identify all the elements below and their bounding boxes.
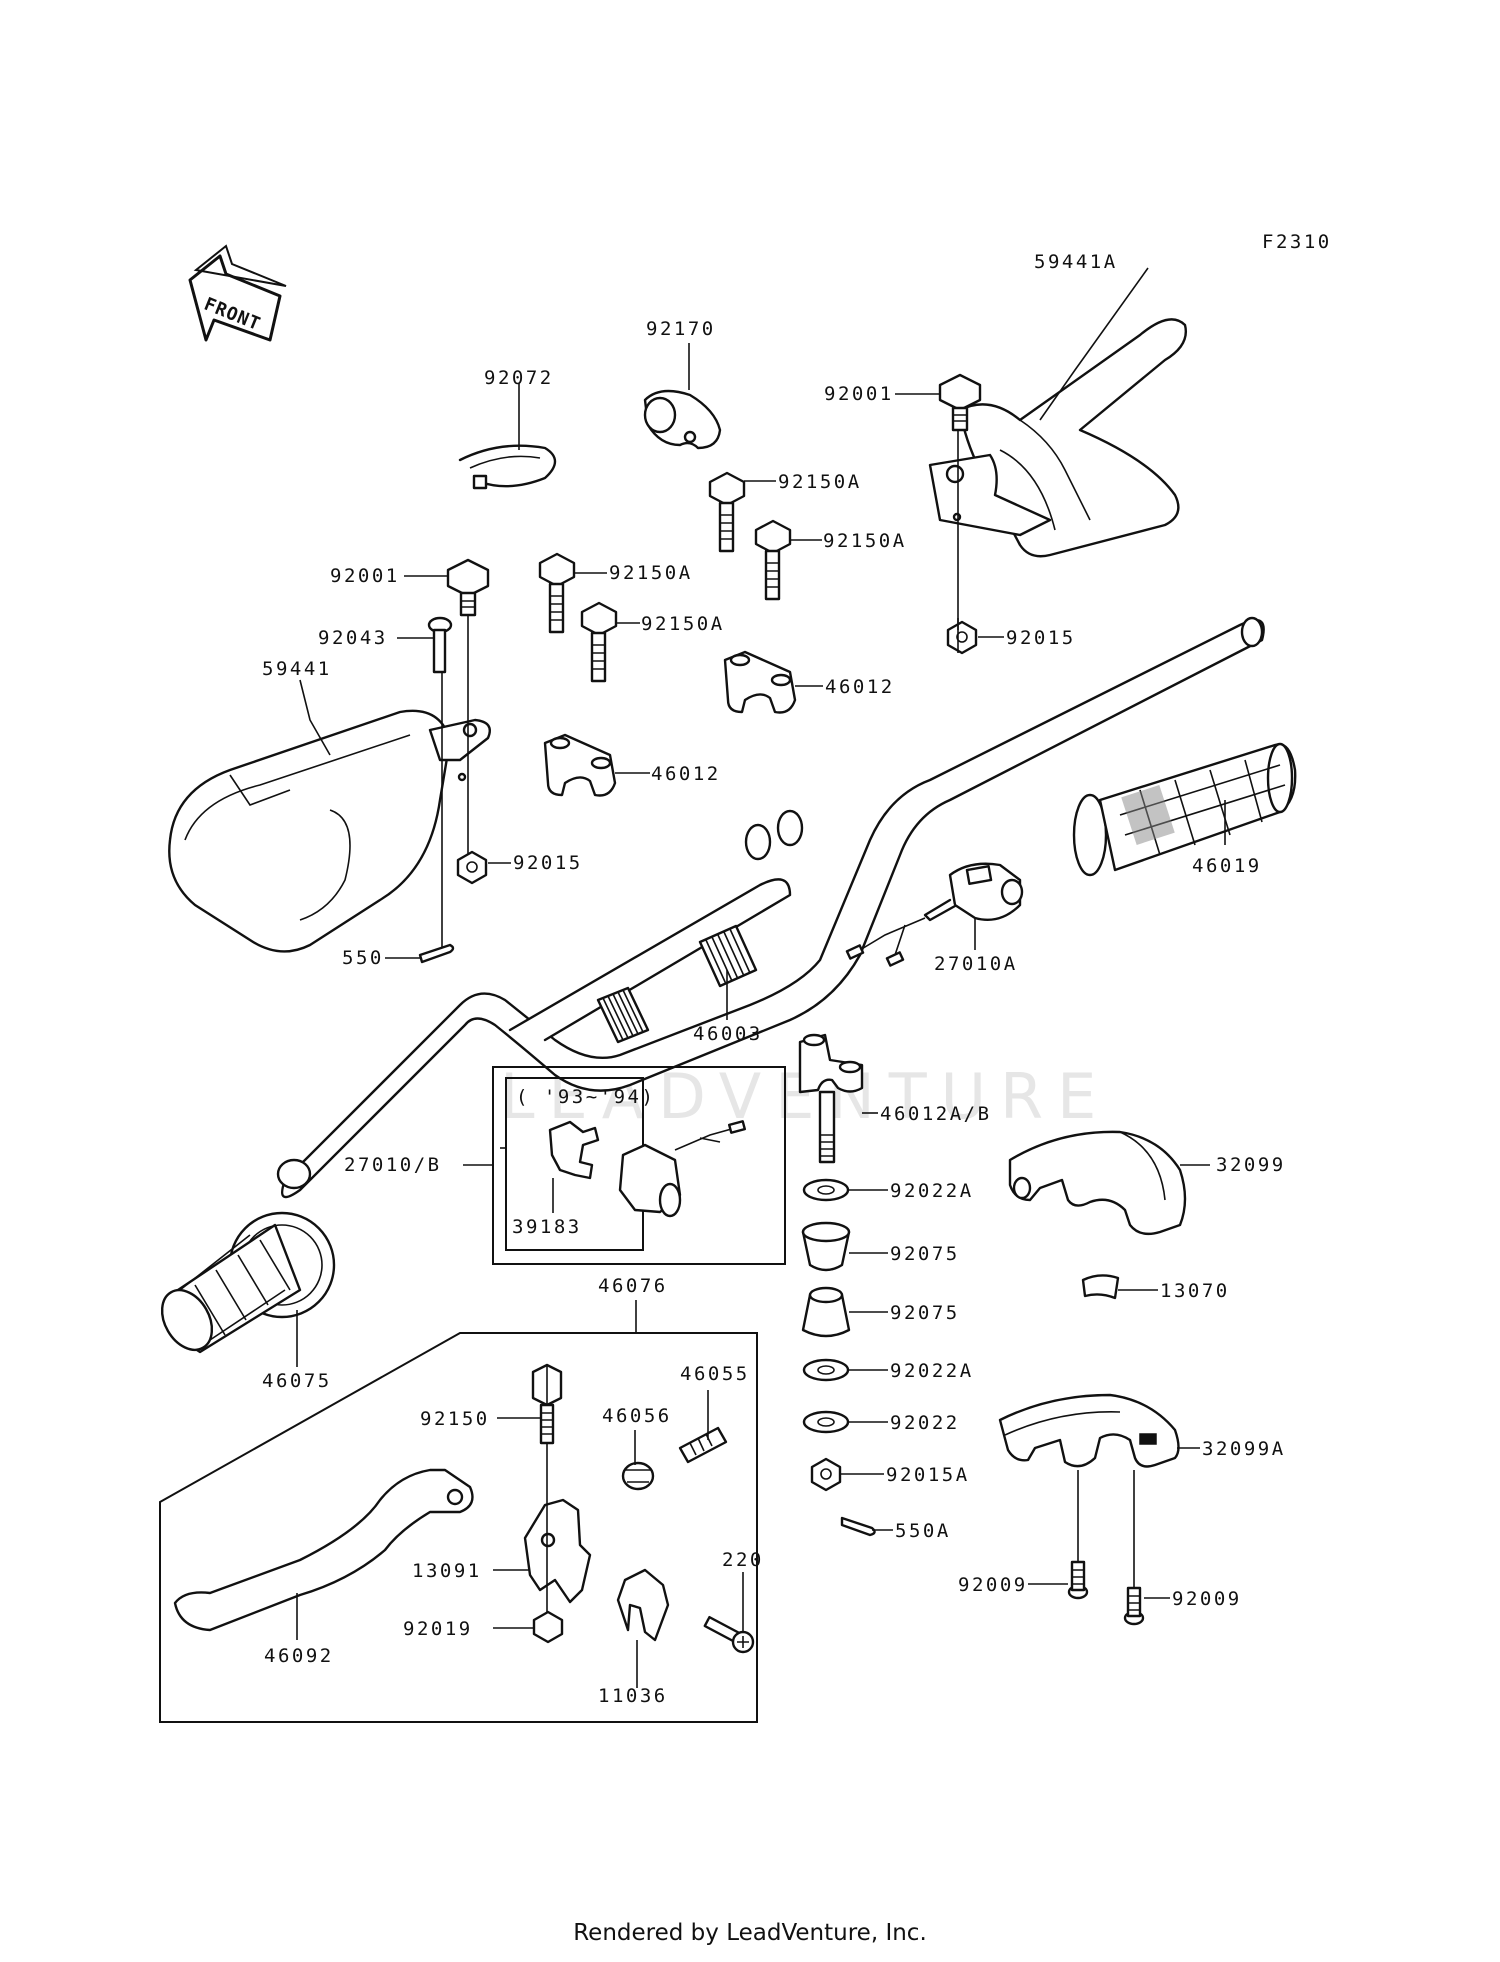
bushing-92075-lower [801,1286,851,1338]
screw-92009-1 [1067,1560,1089,1600]
lever-assembly-box [159,1332,758,1723]
part-label: 39183 [512,1216,582,1238]
part-label: 46012 [825,676,895,698]
part-label: 46012A/B [880,1103,992,1125]
part-label: 92150A [609,562,693,584]
part-label: 92150A [823,530,907,552]
bolt-92150A-1 [708,471,746,553]
bolt-92150A-3 [538,552,576,634]
bolt-92001-top [938,373,982,432]
part-label: 92150 [420,1408,490,1430]
part-label: 92001 [330,565,400,587]
part-label: 92001 [824,383,894,405]
part-label: 92075 [890,1302,960,1324]
part-label: 46092 [264,1645,334,1667]
year-note: ( '93~'94) [516,1086,655,1108]
hand-guard-right [928,318,1187,558]
cable-tie [458,444,557,490]
part-label: 550A [895,1520,951,1542]
part-label: 27010/B [344,1154,442,1176]
part-label: 92019 [403,1618,473,1640]
pin-92043 [427,616,453,674]
guide-13070 [1081,1274,1120,1300]
part-label: 46075 [262,1370,332,1392]
part-label: 92072 [484,367,554,389]
part-label: 11036 [598,1685,668,1707]
handlebar [276,616,1265,1199]
part-label: 92022A [890,1360,974,1382]
screw-92009-2 [1123,1586,1145,1626]
part-label: 92015 [513,852,583,874]
part-label: 92022A [890,1180,974,1202]
part-label: 59441 [262,658,332,680]
part-label: 27010A [934,953,1018,975]
clamp-46012AB [798,1033,864,1164]
bolt-92150A-2 [754,519,792,601]
switch-27010A [845,862,1024,967]
holder-32099 [1008,1130,1187,1236]
part-label: 92150A [778,471,862,493]
holder-46012-lower [543,733,617,797]
part-label: 92015A [886,1464,970,1486]
footer-credit: Rendered by LeadVenture, Inc. [573,1920,927,1946]
holder-46012-upper [723,650,797,714]
cotter-pin-550A [840,1516,876,1537]
part-label: 92043 [318,627,388,649]
grip-left [160,1211,336,1354]
part-label: 92015 [1006,627,1076,649]
part-label: 550 [342,947,384,969]
part-label: 92075 [890,1243,960,1265]
part-label: 46003 [693,1023,763,1045]
part-label: 32099 [1216,1154,1286,1176]
leader-lines [296,267,1226,1688]
washer-92022A-lower [802,1358,850,1382]
part-label: 13091 [412,1560,482,1582]
nut-92015-top [946,620,978,655]
part-label: 46012 [651,763,721,785]
year-variant-box: ( '93~'94) [492,1066,786,1265]
bolt-92150A-4 [580,601,618,683]
figure-code: F2310 [1262,231,1332,253]
part-label: 46076 [598,1275,668,1297]
nut-92015A [810,1457,842,1492]
part-labels: 59441A 92170 92072 92001 92150A 92150A 9… [262,251,1286,1707]
cotter-pin-550 [418,943,455,964]
part-label: 59441A [1034,251,1118,273]
washer-92022 [802,1410,850,1434]
part-label: 32099A [1202,1438,1286,1460]
grip-right [1072,742,1297,877]
holder-32099A [998,1393,1180,1468]
washer-92022A-upper [802,1178,850,1202]
clamp-92170 [643,389,722,450]
nut-92015-left [456,850,488,885]
bushing-92075-upper [801,1221,851,1272]
part-label: 46055 [680,1363,750,1385]
part-label: 92170 [646,318,716,340]
part-label: 46019 [1192,855,1262,877]
part-label: 220 [722,1549,764,1571]
front-arrow-icon: FRONT [188,244,287,342]
part-label: 92009 [958,1574,1028,1596]
hand-guard-left [168,709,492,953]
part-label: 46056 [602,1405,672,1427]
part-label: 92009 [1172,1588,1242,1610]
part-label: 13070 [1160,1280,1230,1302]
part-label: 92022 [890,1412,960,1434]
part-label: 92150A [641,613,725,635]
bolt-92001-left [446,558,490,617]
